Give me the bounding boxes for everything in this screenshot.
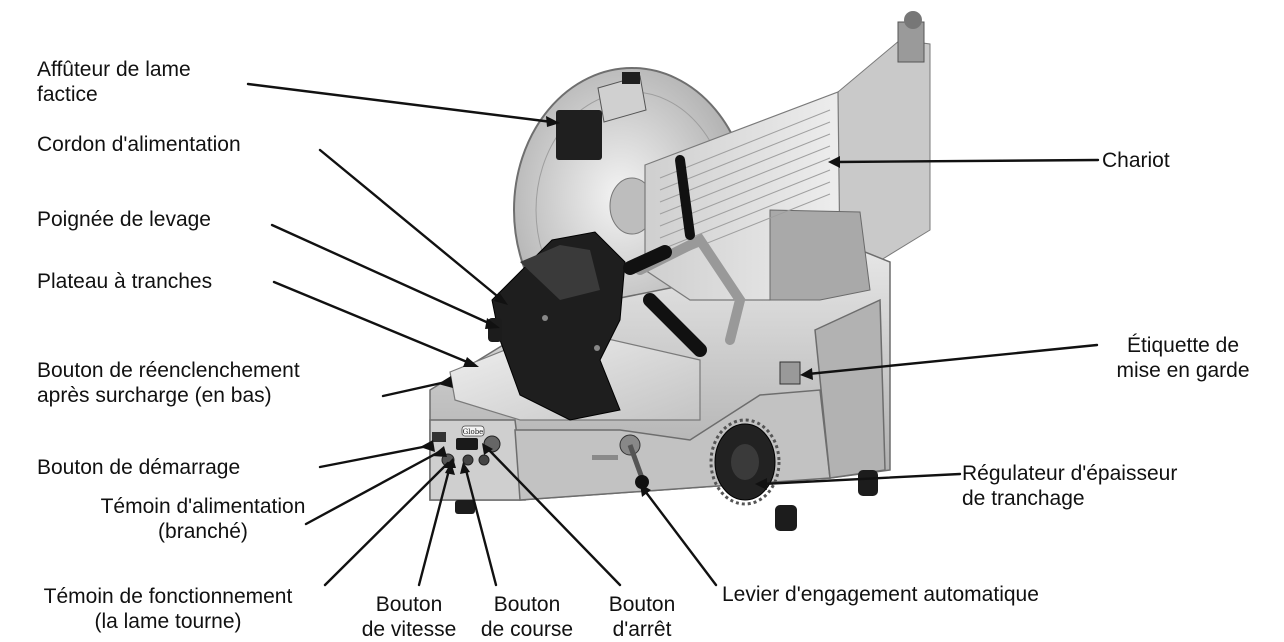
label-speed-button: Bouton de vitesse (356, 592, 462, 642)
label-start-button: Bouton de démarrage (37, 456, 241, 479)
label-blade-sharpener-line1: Affûteur de lame (37, 58, 191, 81)
label-power-cord: Cordon d'alimentation (37, 133, 241, 156)
label-stroke-button-line2: de course (480, 618, 574, 641)
label-run-indicator: Témoin de fonctionnement (la lame tourne… (3, 584, 333, 634)
label-thickness-regulator-line1: Régulateur d'épaisseur (962, 462, 1178, 485)
auto-lever-shape (592, 434, 649, 489)
carriage-arm (837, 11, 931, 269)
sharpener (556, 72, 647, 160)
label-carriage: Chariot (1102, 149, 1170, 172)
label-slice-tray: Plateau à tranches (37, 270, 213, 293)
warning-sticker (779, 361, 801, 385)
label-auto-lever: Levier d'engagement automatique (722, 583, 1039, 606)
leader-lines (246, 82, 1100, 587)
label-warning: Étiquette de mise en garde (1083, 333, 1283, 383)
label-overload-reset-line1: Bouton de réenclenchement (37, 359, 300, 382)
label-thickness-regulator: Régulateur d'épaisseur de tranchage (962, 461, 1177, 511)
label-lift-handle: Poignée de levage (37, 208, 211, 231)
label-blade-sharpener: Affûteur de lame factice (37, 57, 191, 107)
label-stop-button: Bouton d'arrêt (594, 592, 690, 642)
label-power-indicator-line2: (branché) (158, 520, 248, 543)
label-warning-line1: Étiquette de (1126, 334, 1240, 357)
label-overload-reset-line2: après surcharge (en bas) (37, 384, 272, 407)
carriage-handle (623, 155, 746, 357)
label-run-indicator-line1: Témoin de fonctionnement (43, 585, 293, 608)
leader-arrowheads (420, 116, 840, 497)
label-speed-button-line2: de vitesse (361, 618, 457, 641)
label-stroke-button: Bouton de course (472, 592, 582, 642)
label-power-indicator-line1: Témoin d'alimentation (100, 495, 306, 518)
thickness-dial (709, 418, 781, 506)
label-thickness-regulator-line2: de tranchage (962, 487, 1085, 510)
end-weight (491, 231, 626, 421)
label-overload-reset: Bouton de réenclenchement après surcharg… (37, 358, 300, 408)
label-stop-button-line2: d'arrêt (612, 618, 672, 641)
label-warning-line2: mise en garde (1116, 359, 1250, 382)
label-stop-button-line1: Bouton (608, 593, 676, 616)
label-power-indicator: Témoin d'alimentation (branché) (98, 494, 308, 544)
brand-badge: Globe (463, 428, 484, 436)
label-stroke-button-line1: Bouton (493, 593, 561, 616)
label-speed-button-line1: Bouton (375, 593, 443, 616)
label-blade-sharpener-line2: factice (37, 83, 98, 106)
label-run-indicator-line2: (la lame tourne) (94, 610, 242, 633)
